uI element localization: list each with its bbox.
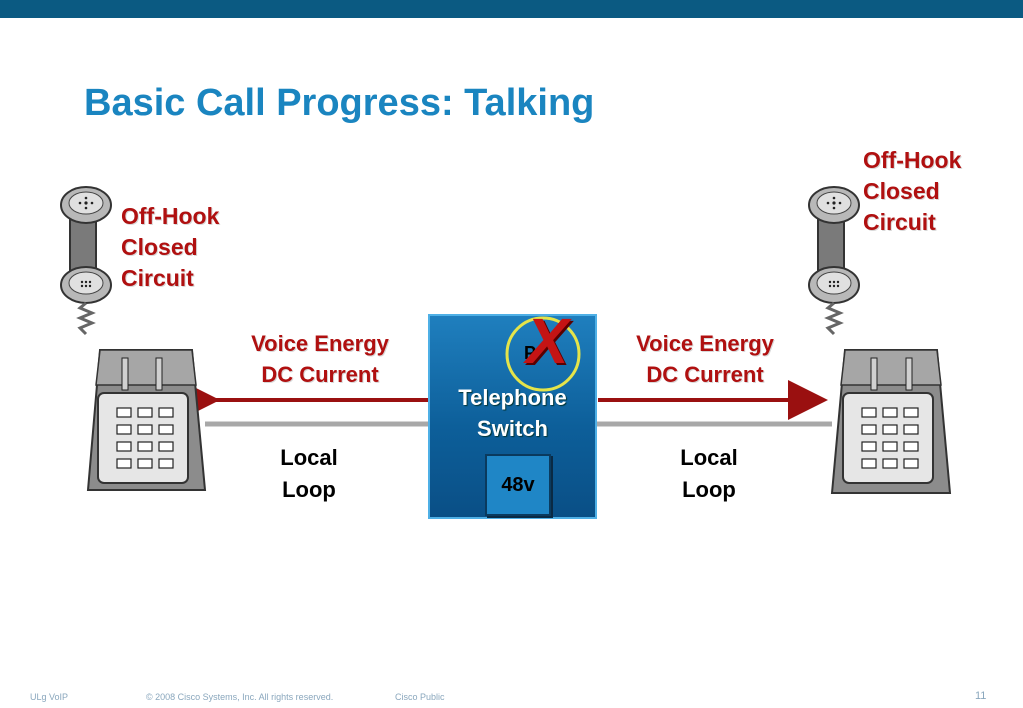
- right-voice-line2: DC Current: [646, 362, 764, 387]
- switch-label: Telephone Switch: [428, 382, 597, 444]
- switch-label-line2: Switch: [477, 416, 548, 441]
- left-voice-line1: Voice Energy: [251, 331, 389, 356]
- switch-x-mark: X: [526, 305, 569, 377]
- switch-p-label: P: [524, 343, 537, 363]
- left-status: Off-Hook Closed Circuit: [121, 201, 219, 294]
- right-loop-label: Local Loop: [659, 442, 759, 506]
- left-loop-line2: Loop: [282, 477, 336, 502]
- footer-classification: Cisco Public: [395, 692, 445, 702]
- left-voice-label: Voice Energy DC Current: [230, 328, 410, 390]
- battery-box: 48v: [485, 454, 551, 516]
- left-status-line2: Closed: [121, 234, 198, 260]
- left-status-line1: Off-Hook: [121, 203, 220, 229]
- footer-copyright: © 2008 Cisco Systems, Inc. All rights re…: [146, 692, 334, 702]
- left-loop-label: Local Loop: [259, 442, 359, 506]
- right-loop-line2: Loop: [682, 477, 736, 502]
- footer-left: ULg VoIP: [30, 692, 69, 702]
- switch-label-line1: Telephone: [458, 385, 567, 410]
- right-status-line1: Off-Hook: [863, 147, 962, 173]
- top-bar: [0, 0, 1023, 18]
- right-status: Off-Hook Closed Circuit: [863, 145, 961, 238]
- right-voice-line1: Voice Energy: [636, 331, 774, 356]
- right-status-line3: Circuit: [863, 209, 936, 235]
- left-status-line3: Circuit: [121, 265, 194, 291]
- right-loop-line1: Local: [680, 445, 738, 470]
- right-voice-label: Voice Energy DC Current: [615, 328, 795, 390]
- slide-title: Basic Call Progress: Talking: [84, 82, 595, 124]
- right-status-line2: Closed: [863, 178, 940, 204]
- battery-label: 48v: [501, 474, 535, 496]
- left-voice-line2: DC Current: [261, 362, 379, 387]
- page-number: 11: [975, 690, 987, 702]
- left-loop-line1: Local: [280, 445, 338, 470]
